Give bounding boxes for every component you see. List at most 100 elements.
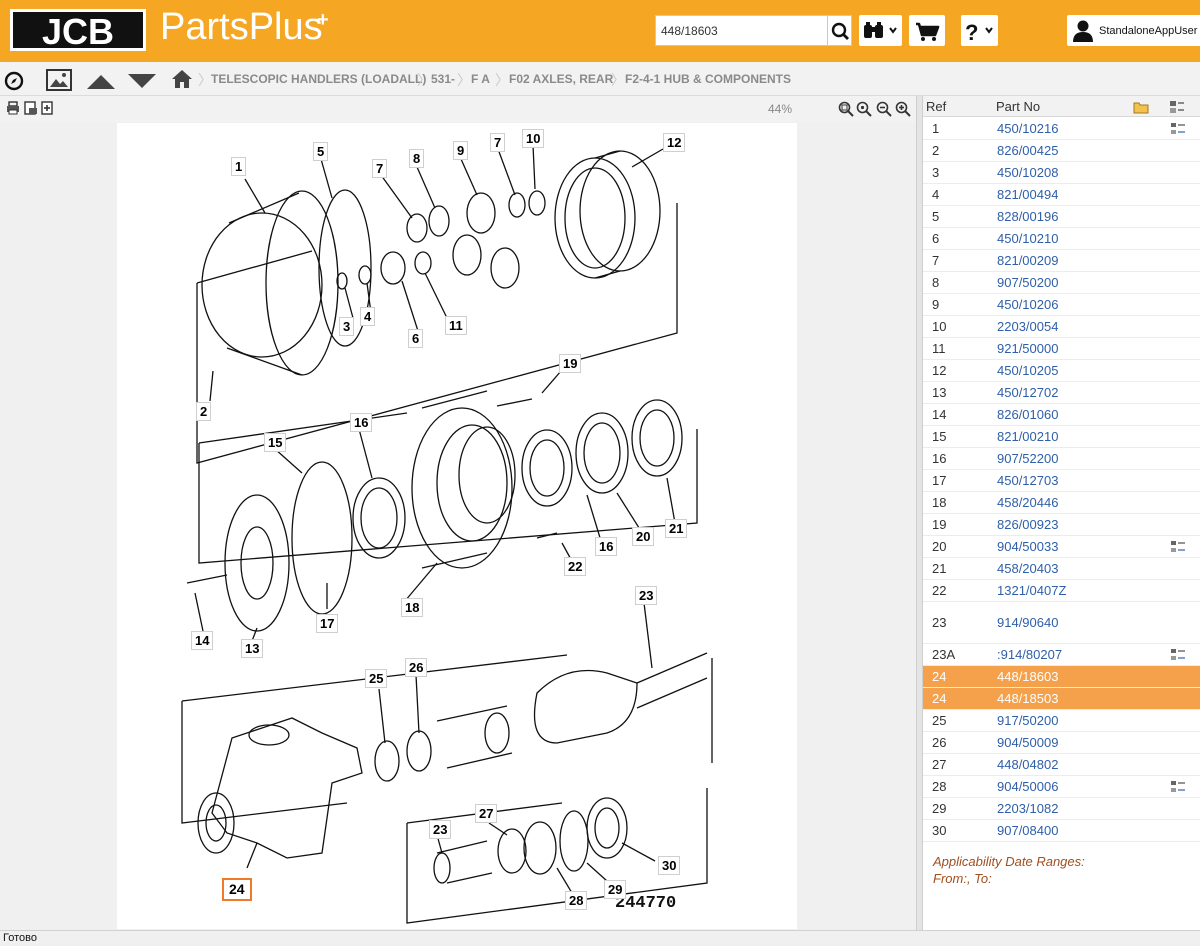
compass-icon[interactable]	[4, 71, 24, 91]
callout-3[interactable]: 3	[339, 317, 355, 336]
callout-27[interactable]: 27	[475, 804, 498, 823]
callout-17[interactable]: 17	[316, 614, 339, 633]
callout-23[interactable]: 23	[635, 586, 658, 605]
row-part-number-link[interactable]: 821/00210	[997, 429, 1059, 444]
row-part-number-link[interactable]: 914/90640	[997, 615, 1059, 630]
previous-arrow-icon[interactable]	[86, 72, 116, 90]
breadcrumb-item[interactable]: TELESCOPIC HANDLERS (LOADALL)	[211, 72, 427, 86]
search-input[interactable]: 448/18603	[655, 15, 828, 46]
next-arrow-icon[interactable]	[127, 72, 157, 90]
callout-26[interactable]: 26	[405, 658, 428, 677]
row-part-number-link[interactable]: 907/52200	[997, 451, 1059, 466]
jcb-logo[interactable]: JCB	[10, 9, 146, 51]
breadcrumb-item[interactable]: F A	[471, 72, 490, 86]
callout-20[interactable]: 20	[632, 527, 655, 546]
folder-icon[interactable]	[1133, 100, 1149, 114]
breadcrumb-item[interactable]: F02 AXLES, REAR	[509, 72, 614, 86]
row-part-number-link[interactable]: 826/00425	[997, 143, 1059, 158]
row-part-number-link[interactable]: 450/10208	[997, 165, 1059, 180]
pane-splitter[interactable]	[916, 96, 923, 930]
row-part-number-link[interactable]: 448/04802	[997, 757, 1059, 772]
row-part-number-link[interactable]: 450/12702	[997, 385, 1059, 400]
zoom-fit-icon[interactable]	[838, 101, 854, 117]
row-part-number-link[interactable]: 921/50000	[997, 341, 1059, 356]
breadcrumb-item[interactable]: F2-4-1 HUB & COMPONENTS	[625, 72, 792, 86]
callout-19[interactable]: 19	[559, 354, 582, 373]
list-view-icon[interactable]	[1169, 100, 1185, 114]
cart-button[interactable]	[909, 15, 945, 46]
callout-16[interactable]: 16	[350, 413, 373, 432]
row-part-number-link[interactable]: 904/50006	[997, 779, 1059, 794]
column-header-ref[interactable]: Ref	[926, 99, 947, 114]
callout-18[interactable]: 18	[401, 598, 424, 617]
row-part-number-link[interactable]: 821/00494	[997, 187, 1059, 202]
callout-4[interactable]: 4	[360, 307, 376, 326]
callout-24[interactable]: 24	[222, 878, 252, 901]
row-part-number-link[interactable]: 458/20446	[997, 495, 1059, 510]
callout-29[interactable]: 29	[604, 880, 627, 899]
details-icon[interactable]	[1171, 122, 1185, 135]
row-part-number-link[interactable]: 448/18603	[997, 669, 1059, 684]
details-icon[interactable]	[1171, 540, 1185, 553]
callout-8[interactable]: 8	[409, 149, 425, 168]
row-part-number-link[interactable]: 904/50033	[997, 539, 1059, 554]
zoom-out-icon[interactable]	[876, 101, 892, 117]
user-menu-button[interactable]: StandaloneAppUser	[1067, 15, 1200, 46]
row-part-number-link[interactable]: 826/00923	[997, 517, 1059, 532]
details-icon[interactable]	[1171, 780, 1185, 793]
row-part-number-link[interactable]: 458/20403	[997, 561, 1059, 576]
row-part-number-link[interactable]: 904/50009	[997, 735, 1059, 750]
binoculars-menu-button[interactable]	[859, 15, 902, 46]
row-part-number-link[interactable]: 450/12703	[997, 473, 1059, 488]
callout-14[interactable]: 14	[191, 631, 214, 650]
callout-13[interactable]: 13	[241, 639, 264, 658]
callout-9[interactable]: 9	[453, 141, 469, 160]
home-icon[interactable]	[171, 69, 193, 89]
callout-10[interactable]: 10	[522, 129, 545, 148]
callout-22[interactable]: 22	[564, 557, 587, 576]
print-selected-icon[interactable]	[24, 101, 38, 115]
callout-23b[interactable]: 23	[429, 820, 452, 839]
callout-7[interactable]: 7	[372, 159, 388, 178]
row-part-number-link[interactable]: 450/10210	[997, 231, 1059, 246]
row-part-number-link[interactable]: 450/10216	[997, 121, 1059, 136]
callout-16b[interactable]: 16	[595, 537, 618, 556]
row-part-number-link[interactable]: 2203/1082	[997, 801, 1059, 816]
details-icon[interactable]	[1171, 648, 1185, 661]
callout-6[interactable]: 6	[408, 329, 424, 348]
table-row[interactable]: 23A:914/80207	[923, 644, 1200, 666]
help-menu-button[interactable]: ?	[961, 15, 998, 46]
callout-25[interactable]: 25	[365, 669, 388, 688]
image-icon[interactable]	[46, 69, 72, 91]
search-button[interactable]	[828, 15, 852, 46]
print-icon[interactable]	[6, 101, 20, 115]
column-header-part-no[interactable]: Part No	[996, 99, 1041, 114]
callout-30[interactable]: 30	[658, 856, 681, 875]
exploded-view-drawing[interactable]: 244770 1 2 3 4 5 6 7 7 8 9 10 11 12 13 1…	[117, 123, 797, 929]
